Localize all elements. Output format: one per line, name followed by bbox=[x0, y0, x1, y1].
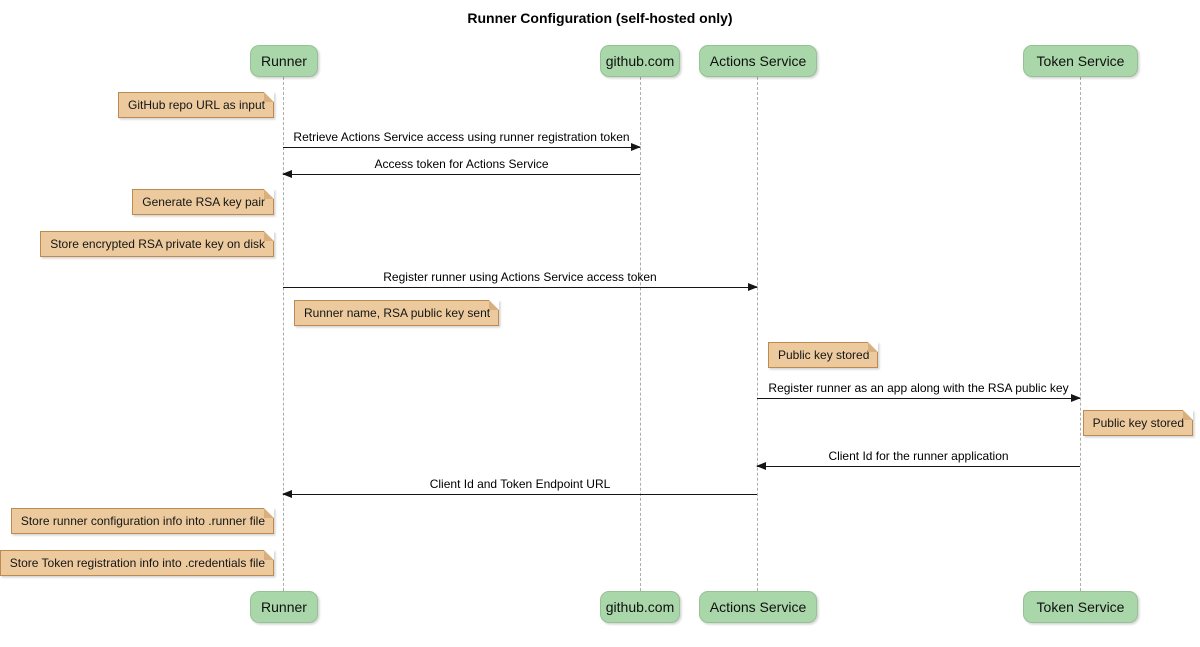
participant-github-bottom: github.com bbox=[600, 591, 680, 623]
note-generate-rsa: Generate RSA key pair bbox=[132, 189, 274, 215]
message-label: Register runner using Actions Service ac… bbox=[383, 270, 657, 284]
arrowhead-left-icon bbox=[756, 462, 766, 470]
arrowhead-left-icon bbox=[282, 490, 292, 498]
note-github-repo-url: GitHub repo URL as input bbox=[118, 92, 274, 118]
lifeline-runner bbox=[283, 77, 284, 591]
lifeline-github bbox=[640, 77, 641, 591]
message-label: Register runner as an app along with the… bbox=[768, 381, 1069, 395]
participant-actions-service-bottom: Actions Service bbox=[699, 591, 817, 623]
arrowhead-left-icon bbox=[282, 170, 292, 178]
note-runner-name-sent: Runner name, RSA public key sent bbox=[294, 300, 500, 326]
arrowhead-right-icon bbox=[1071, 394, 1081, 402]
message-line bbox=[283, 143, 641, 151]
participant-github-top: github.com bbox=[600, 45, 680, 77]
note-store-runner-file: Store runner configuration info into .ru… bbox=[10, 508, 275, 534]
message-client-id-endpoint: Client Id and Token Endpoint URL bbox=[282, 477, 757, 498]
participant-token-service-top: Token Service bbox=[1023, 45, 1138, 77]
note-public-key-stored-token: Public key stored bbox=[1082, 410, 1194, 436]
message-client-id: Client Id for the runner application bbox=[756, 449, 1080, 470]
message-line bbox=[282, 170, 640, 178]
message-label: Retrieve Actions Service access using ru… bbox=[293, 130, 630, 144]
participant-runner-bottom: Runner bbox=[250, 591, 318, 623]
participant-runner-top: Runner bbox=[250, 45, 318, 77]
message-register-app: Register runner as an app along with the… bbox=[757, 381, 1081, 402]
lifeline-actions-service bbox=[757, 77, 758, 591]
note-store-credentials-file: Store Token registration info into .cred… bbox=[0, 550, 275, 576]
note-store-private-key: Store encrypted RSA private key on disk bbox=[40, 231, 274, 257]
participant-actions-service-top: Actions Service bbox=[699, 45, 817, 77]
lifeline-token-service bbox=[1080, 77, 1081, 591]
message-line bbox=[756, 462, 1080, 470]
message-label: Client Id for the runner application bbox=[828, 449, 1009, 463]
arrowhead-right-icon bbox=[631, 143, 641, 151]
message-retrieve-actions-access: Retrieve Actions Service access using ru… bbox=[283, 130, 641, 151]
message-label: Access token for Actions Service bbox=[374, 157, 549, 171]
diagram-title: Runner Configuration (self-hosted only) bbox=[467, 10, 733, 26]
participant-token-service-bottom: Token Service bbox=[1023, 591, 1138, 623]
arrowhead-right-icon bbox=[748, 283, 758, 291]
message-line bbox=[283, 283, 758, 291]
message-line bbox=[757, 394, 1081, 402]
message-access-token: Access token for Actions Service bbox=[282, 157, 640, 178]
message-register-runner: Register runner using Actions Service ac… bbox=[283, 270, 758, 291]
message-line bbox=[282, 490, 757, 498]
note-public-key-stored-actions: Public key stored bbox=[768, 342, 879, 368]
message-label: Client Id and Token Endpoint URL bbox=[429, 477, 611, 491]
